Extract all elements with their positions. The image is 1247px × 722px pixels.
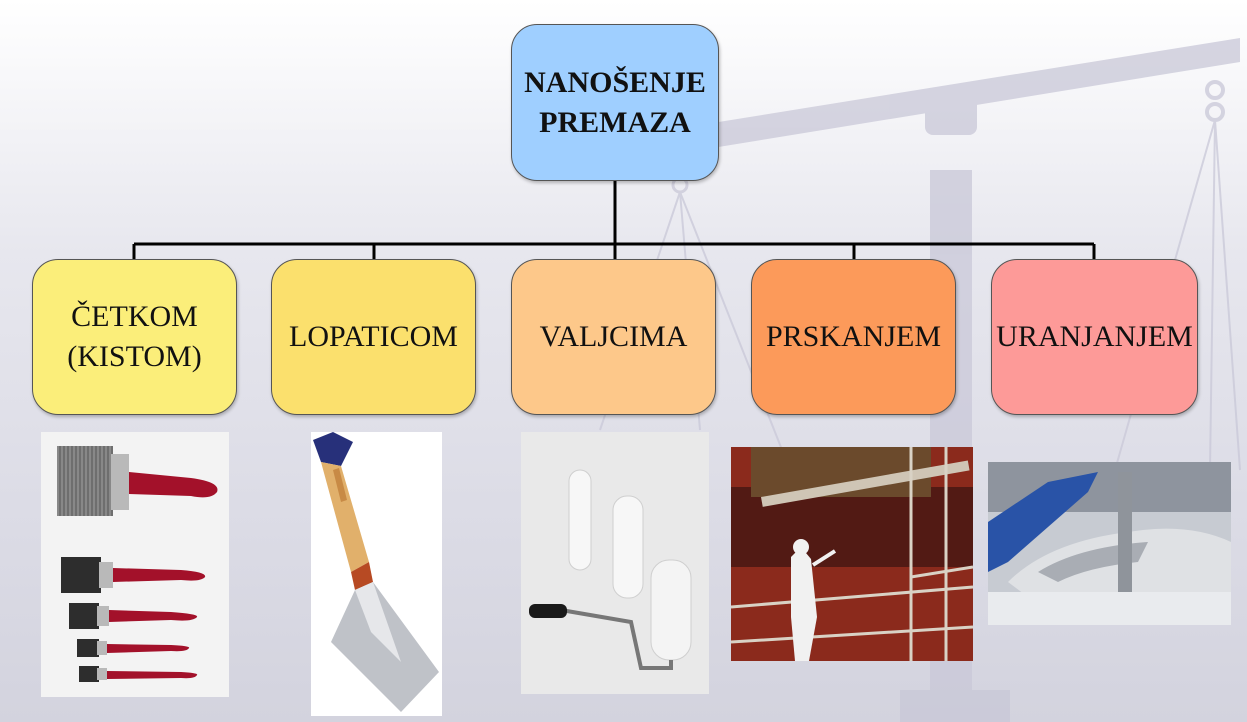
paint-rollers-photo <box>521 432 709 694</box>
child-node-label: ČETKOM (KISTOM) <box>67 300 202 373</box>
child-node-spray: PRSKANJEM <box>751 259 956 415</box>
paint-brushes-photo <box>41 432 229 697</box>
child-node-roller: VALJCIMA <box>511 259 716 415</box>
child-node-label: PRSKANJEM <box>765 320 942 353</box>
child-node-label: LOPATICOM <box>289 320 458 353</box>
root-node-label: NANOŠENJE PREMAZA <box>524 65 706 139</box>
car-body-dip-photo <box>988 462 1231 625</box>
child-node-label: VALJCIMA <box>539 320 688 353</box>
child-node-label: URANJANJEM <box>996 320 1193 353</box>
child-node-brush: ČETKOM (KISTOM) <box>32 259 237 415</box>
putty-knife-photo <box>311 432 442 716</box>
spray-painting-ship-photo <box>731 447 973 661</box>
root-node: NANOŠENJE PREMAZA <box>511 24 719 181</box>
child-node-dip: URANJANJEM <box>991 259 1198 415</box>
child-node-spatula: LOPATICOM <box>271 259 476 415</box>
